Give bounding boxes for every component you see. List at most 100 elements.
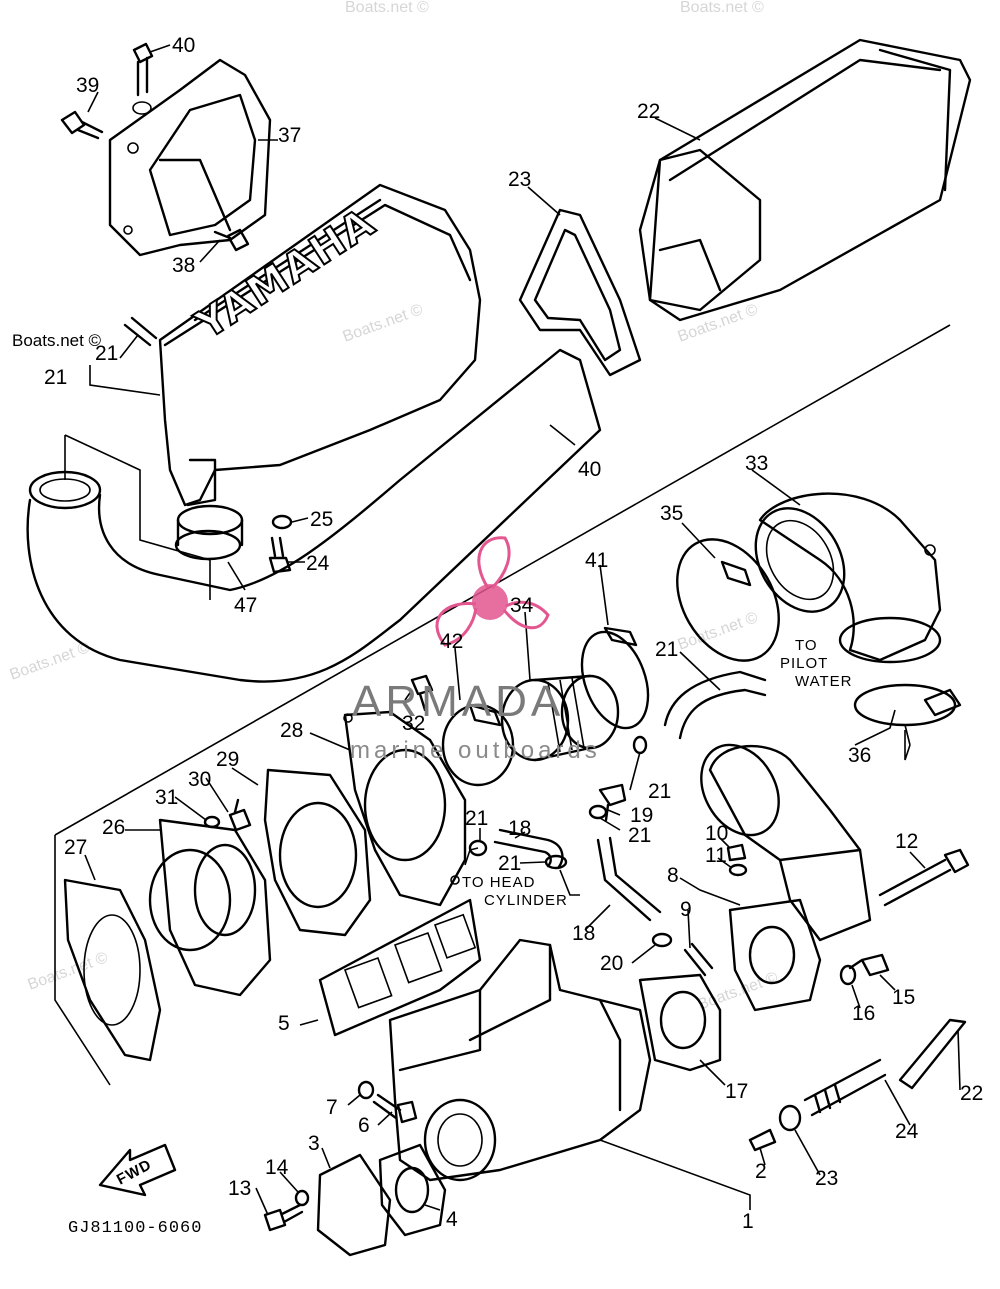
callout-21b: 21: [628, 824, 651, 847]
callout-18a: 18: [508, 817, 531, 840]
callout-41a: 41: [585, 549, 608, 572]
part-38-elbow: [754, 492, 942, 664]
note-head-line2: CYLINDER: [484, 892, 568, 909]
callout-35: 30: [188, 768, 211, 791]
callout-27: 22: [637, 100, 660, 123]
callout-numbers: 40 39 37 38 22 23 21 21 40 25 24 47 33 3…: [44, 34, 983, 1233]
part-4-gasket: [378, 1143, 447, 1237]
part-40-clamp-lower: [853, 683, 962, 727]
part-42-bracket: [108, 58, 272, 257]
part-6-bolt: [372, 1093, 418, 1124]
callout-13: 13: [228, 1177, 251, 1200]
watermark-9: Boats.net ©: [12, 331, 102, 350]
callout-7: 7: [326, 1096, 338, 1119]
part-22-pipe: [898, 1018, 967, 1090]
callout-41b: 42: [440, 630, 463, 653]
part-12-bolt: [878, 848, 970, 907]
callout-19: 19: [630, 804, 653, 827]
callout-38: 33: [745, 452, 768, 475]
part-30-washer: [271, 514, 293, 530]
part-31-plate: [148, 818, 272, 997]
part-10-bolt: [726, 843, 747, 862]
callout-24-label: 24: [895, 1120, 919, 1143]
part-17-gasket: [638, 973, 722, 1072]
callout-30: 25: [310, 508, 333, 531]
callout-39: 34: [510, 594, 534, 617]
bolt-43: [213, 228, 250, 252]
part-11-washer: [728, 863, 748, 877]
callout-6: 6: [358, 1114, 370, 1137]
watermark-3: Boats.net ©: [341, 301, 426, 346]
note-to-pilot-water: TO PILOT WATER: [780, 637, 853, 690]
callout-32: 27: [64, 836, 87, 859]
note-head-line1: TO HEAD: [462, 874, 535, 891]
part-29-bolt: [268, 536, 292, 574]
bolt-45: [132, 42, 154, 115]
note-pilot-line1: TO: [795, 637, 818, 654]
callout-34: 29: [216, 748, 239, 771]
callout-40a: 35: [660, 502, 683, 525]
part-13-bolt: [263, 1203, 304, 1232]
fwd-arrow: FWD: [98, 1143, 177, 1197]
callout-23: 23: [815, 1167, 838, 1190]
callout-45: 40: [172, 34, 195, 57]
explode-line-2: [54, 835, 111, 1086]
part-41-clamp-lower: [441, 703, 515, 787]
callout-21d: 21: [498, 852, 521, 875]
explode-line-1: [54, 324, 951, 836]
armada-logo-tagline: marine outboards: [350, 737, 601, 764]
part-14-washer: [294, 1189, 310, 1207]
callout-40b: 36: [848, 744, 871, 767]
note-pilot-line3: WATER: [795, 673, 853, 690]
callout-31: 26: [102, 816, 125, 839]
callout-4: 4: [446, 1208, 458, 1231]
callout-1: 1: [742, 1210, 754, 1233]
part-46-exhaust-pipe: [26, 348, 602, 683]
callout-33: 28: [280, 719, 303, 742]
part-21-clip-d: [544, 854, 568, 870]
part-26-pin: [123, 316, 158, 347]
part-41-clamp-upper: [580, 626, 650, 730]
callout-42: 37: [278, 124, 301, 147]
part-32-gasket: [63, 878, 162, 1062]
callout-14: 14: [265, 1156, 289, 1179]
callout-44: 39: [76, 74, 99, 97]
part-5-gasket: [318, 898, 482, 1037]
part-2-bolt: [748, 1128, 777, 1152]
callout-47: 47: [234, 594, 257, 617]
callout-46: 40: [578, 458, 601, 481]
watermark-6: Boats.net ©: [676, 609, 761, 654]
callout-26: 21: [95, 342, 118, 365]
callout-29: 24: [306, 552, 330, 575]
callout-22-label: 22: [960, 1082, 983, 1105]
part-37-bolt: [410, 674, 434, 712]
part-23-clamp: [778, 1104, 802, 1132]
callout-18b: 18: [572, 922, 595, 945]
part-34-gasket: [263, 768, 372, 937]
callout-12: 12: [895, 830, 918, 853]
part-39-coupling: [500, 674, 620, 762]
part-16-washer: [839, 964, 857, 986]
part-7-washer: [357, 1080, 375, 1100]
part-21-clip-e: [651, 932, 673, 948]
armada-logo: ARMADA marine outboards: [350, 536, 601, 764]
watermark-5: Boats.net ©: [8, 639, 93, 684]
part-27-water-box: [638, 38, 972, 322]
part-18-hose-lower: [596, 836, 662, 922]
leader-lines: [84, 44, 961, 1216]
part-9-bolt: [683, 942, 714, 977]
callout-15: 15: [892, 986, 915, 1009]
part-1-exhaust-manifold: [388, 938, 652, 1182]
part-28-gasket: [518, 208, 642, 377]
callout-2: 2: [755, 1160, 767, 1183]
callout-9: 9: [680, 898, 692, 921]
armada-logo-name: ARMADA: [352, 677, 564, 726]
callout-21a: 21: [648, 780, 671, 803]
note-to-head-cylinder: TO HEAD CYLINDER: [462, 874, 568, 909]
part-21-clip-c: [468, 839, 488, 857]
watermark-2: Boats.net ©: [680, 0, 764, 16]
callout-21c: 21: [465, 807, 488, 830]
callout-17: 17: [725, 1080, 748, 1103]
part-33-housing: [343, 710, 467, 907]
